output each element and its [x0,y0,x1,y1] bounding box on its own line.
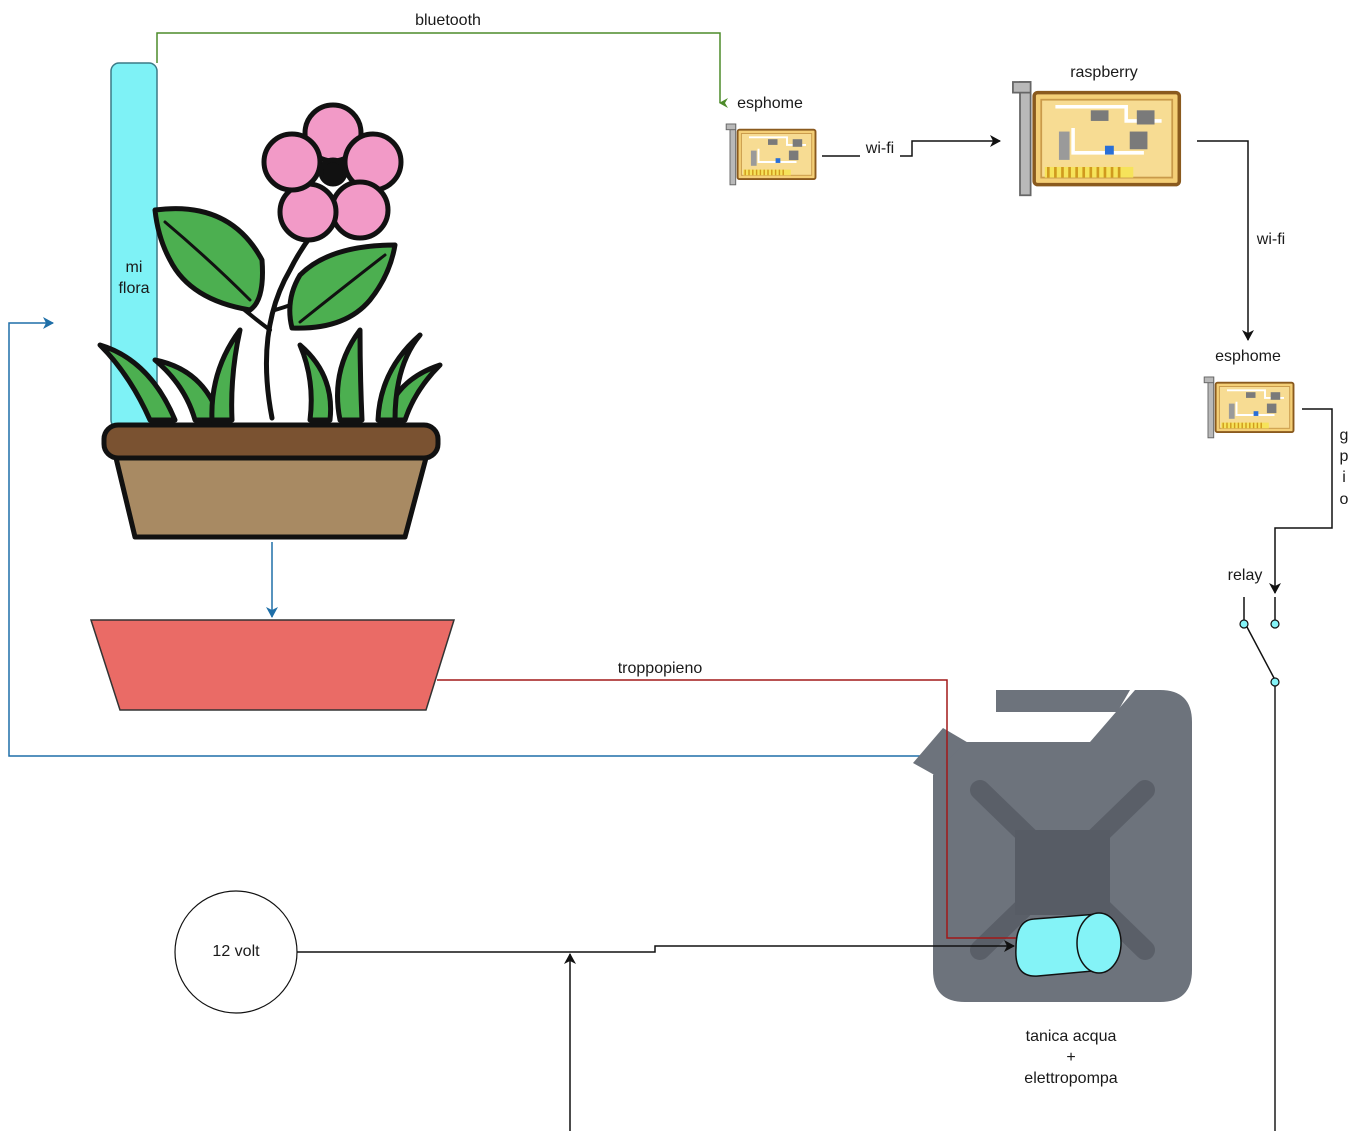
bluetooth-label: bluetooth [415,12,481,29]
power-source-label: 12 volt [212,943,260,960]
raspberry-label: raspberry [1070,64,1138,81]
tank-label-line3: elettropompa [1024,1070,1117,1087]
overflow-tray [89,619,456,711]
troppopieno-label: troppopieno [618,660,703,677]
tank-label-line1: tanica acqua [1026,1028,1117,1045]
overflow-connector [437,679,1067,944]
wifi-connector-2 [1197,140,1254,341]
raspberry-board [1011,80,1182,198]
tank-label-line2: + [1066,1049,1075,1066]
gpio-label-o: o [1340,491,1349,508]
power-source-circle [174,890,298,1014]
bluetooth-connector [156,32,728,108]
wifi-connector-1 [822,135,1001,157]
gpio-label-p: p [1340,448,1349,465]
sensor-label-mi: mi [126,259,143,276]
gpio-label-i: i [1342,469,1346,486]
gpio-connector [1269,408,1333,594]
esphome-board-top [725,123,817,186]
relay-label: relay [1228,567,1263,584]
potted-flower-icon [97,102,443,540]
jerrycan-icon [913,690,1192,1002]
esphome-right-label: esphome [1215,348,1281,365]
esphome-top-label: esphome [737,95,803,112]
pump-cylinder [1015,912,1122,977]
power-wire [297,940,1015,953]
gpio-label-g: g [1340,427,1349,444]
sensor-label-flora: flora [118,280,149,297]
relay-switch-icon [1239,597,1280,687]
wifi-label-2: wi-fi [1256,231,1285,248]
esphome-board-right [1203,376,1295,439]
wifi-label-1: wi-fi [865,140,894,157]
